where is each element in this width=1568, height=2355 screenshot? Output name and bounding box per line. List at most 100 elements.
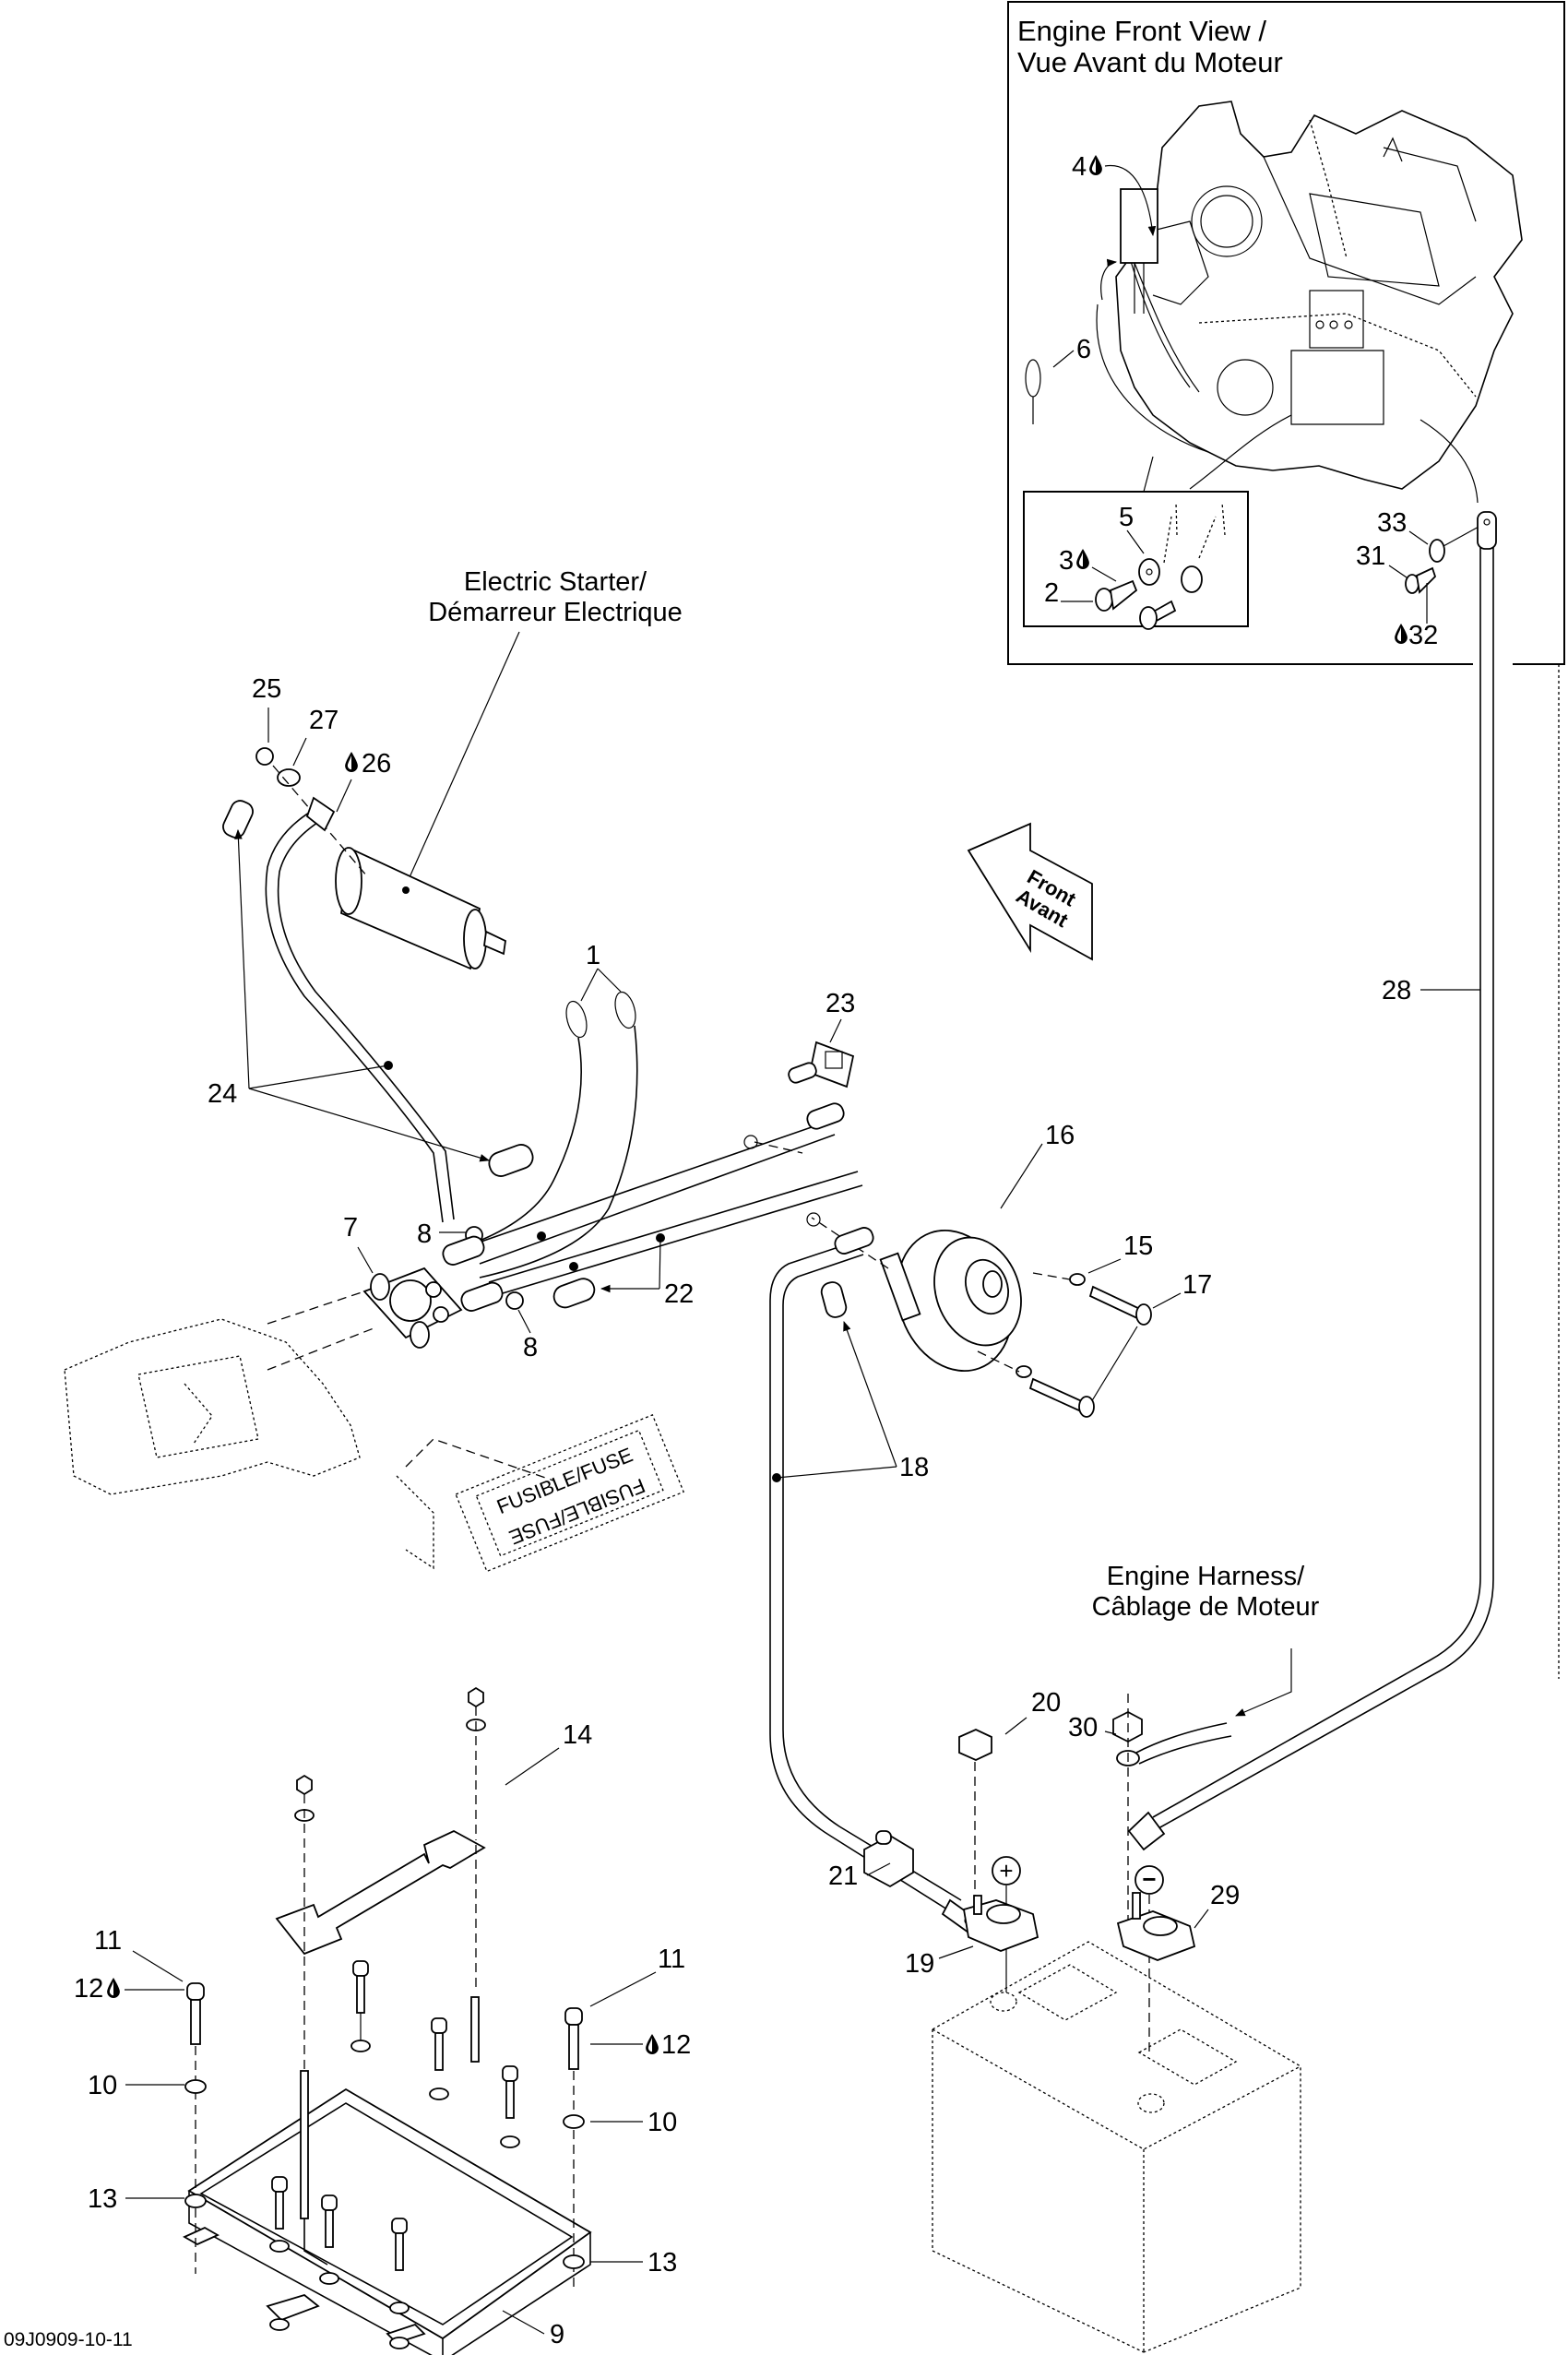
callout-22: 22	[664, 1279, 694, 1309]
engine-drawing	[1096, 101, 1523, 504]
drop-icon	[1089, 155, 1102, 175]
callout-17: 17	[1182, 1270, 1212, 1300]
inset-title-line1: Engine Front View /	[1017, 15, 1266, 47]
callout-10b: 10	[647, 2108, 677, 2137]
washer-part	[563, 2254, 585, 2269]
washer-part	[1069, 1273, 1086, 1286]
washer-part	[184, 2079, 207, 2094]
callout-26: 26	[362, 749, 391, 779]
callout-12a: 12	[74, 1974, 103, 2004]
callout-5: 5	[1119, 503, 1134, 532]
drop-icon	[1076, 549, 1089, 569]
callout-7: 7	[343, 1213, 358, 1243]
starter-cable-24: 24	[208, 796, 534, 1223]
callout-24: 24	[208, 1079, 237, 1109]
drop-icon	[646, 2034, 659, 2054]
positive-terminal-hardware: 20 21 + 19	[828, 1688, 1061, 1992]
drop-icon	[1395, 624, 1408, 644]
callout-30: 30	[1068, 1713, 1098, 1742]
fuse-holder: FUSIBLE/FUSE FUSIBLE/FUSE	[455, 1414, 684, 1573]
threaded-rod-part	[470, 1996, 480, 2063]
inset-title-line2: Vue Avant du Moteur	[1017, 46, 1283, 78]
callout-29: 29	[1210, 1881, 1240, 1910]
callout-11a: 11	[94, 1926, 122, 1956]
callout-19: 19	[905, 1949, 934, 1979]
starter-solenoid-7: 7 8 8	[343, 1213, 538, 1362]
callout-3: 3	[1059, 546, 1074, 576]
tray-fasteners: 11 12 10 13 11 12 10 13	[74, 1926, 691, 2349]
callout-2: 2	[1044, 578, 1059, 608]
electrical-panel: FUSIBLE/FUSE FUSIBLE/FUSE	[64, 1290, 684, 1573]
callout-10a: 10	[88, 2071, 117, 2100]
terminal-boot-part	[488, 1144, 534, 1177]
positive-sign-icon	[992, 1856, 1021, 1885]
callout-27: 27	[309, 706, 339, 735]
washer-part	[1429, 539, 1445, 563]
callout-13a: 13	[88, 2184, 117, 2214]
nut-part	[296, 1774, 313, 1796]
tie-strap-part	[1025, 359, 1041, 398]
threaded-rod-part	[300, 2070, 309, 2219]
callout-31: 31	[1356, 541, 1385, 571]
callout-11b: 11	[658, 1945, 685, 1974]
callout-18: 18	[899, 1453, 929, 1482]
screw-part	[1028, 1377, 1086, 1413]
callout-14: 14	[563, 1720, 592, 1750]
harness-label-line1: Engine Harness/	[1107, 1562, 1305, 1591]
callout-16: 16	[1045, 1121, 1075, 1150]
callout-32: 32	[1408, 621, 1438, 650]
callout-25: 25	[252, 674, 281, 704]
arrow-icon	[967, 822, 1093, 961]
positive-sign: +	[999, 1857, 1013, 1885]
negative-terminal-hardware: Engine Harness/ Câblage de Moteur 30 − 2…	[1068, 1562, 1320, 2057]
washer-part	[563, 2114, 585, 2129]
nut-part	[255, 747, 274, 766]
battery-tray-9: 9	[183, 2087, 592, 2355]
front-direction-arrow: Front Avant	[967, 822, 1093, 961]
bolt-part	[186, 1982, 205, 2001]
terminal-cover-23: 23	[788, 989, 855, 1088]
callout-9: 9	[550, 2320, 564, 2349]
callout-4: 4	[1072, 152, 1087, 182]
electric-starter-group: Electric Starter/ Démarreur Electrique 2…	[252, 567, 683, 970]
diagram-code: 09J0909-10-11	[4, 2329, 133, 2350]
callout-33: 33	[1377, 508, 1407, 538]
nut-part	[468, 1686, 484, 1708]
starter-label-line2: Démarreur Electrique	[428, 598, 683, 627]
starter-label-line1: Electric Starter/	[464, 567, 647, 597]
detail-box	[1023, 491, 1249, 627]
callout-28: 28	[1382, 976, 1411, 1005]
callout-12b: 12	[661, 2030, 691, 2060]
nut-part	[505, 1291, 524, 1310]
starter-motor	[335, 847, 506, 970]
washer-part	[184, 2194, 207, 2208]
terminal-boot-part	[820, 1281, 848, 1318]
inset-frame	[1007, 1, 1565, 665]
bolt-part	[1095, 502, 1226, 630]
washer-part	[277, 768, 301, 787]
callout-15: 15	[1123, 1231, 1153, 1261]
callout-23: 23	[826, 989, 855, 1018]
callout-21: 21	[828, 1861, 858, 1891]
negative-sign-icon	[1134, 1865, 1164, 1895]
callout-6: 6	[1076, 335, 1091, 364]
callout-20: 20	[1031, 1688, 1061, 1718]
washer-part	[1016, 1365, 1032, 1378]
positive-cable-18: 18	[769, 1212, 978, 1934]
battery-strap-14: 14	[275, 1686, 592, 2266]
bolt-part	[564, 2007, 583, 2026]
callout-8b: 8	[523, 1333, 538, 1362]
tie-straps-1: 1	[479, 941, 638, 1279]
battery	[932, 1941, 1301, 2353]
nut-part	[958, 1729, 992, 1761]
drop-icon	[107, 1978, 120, 1998]
negative-sign: −	[1142, 1865, 1156, 1893]
callout-13b: 13	[647, 2248, 677, 2278]
interior-bolts	[269, 1960, 520, 2349]
callout-8a: 8	[417, 1219, 432, 1249]
ground-cable-28: 28	[1127, 511, 1560, 1851]
drop-icon	[345, 752, 358, 772]
terminal-boot-part	[552, 1278, 596, 1309]
screw-part	[1088, 1285, 1144, 1321]
